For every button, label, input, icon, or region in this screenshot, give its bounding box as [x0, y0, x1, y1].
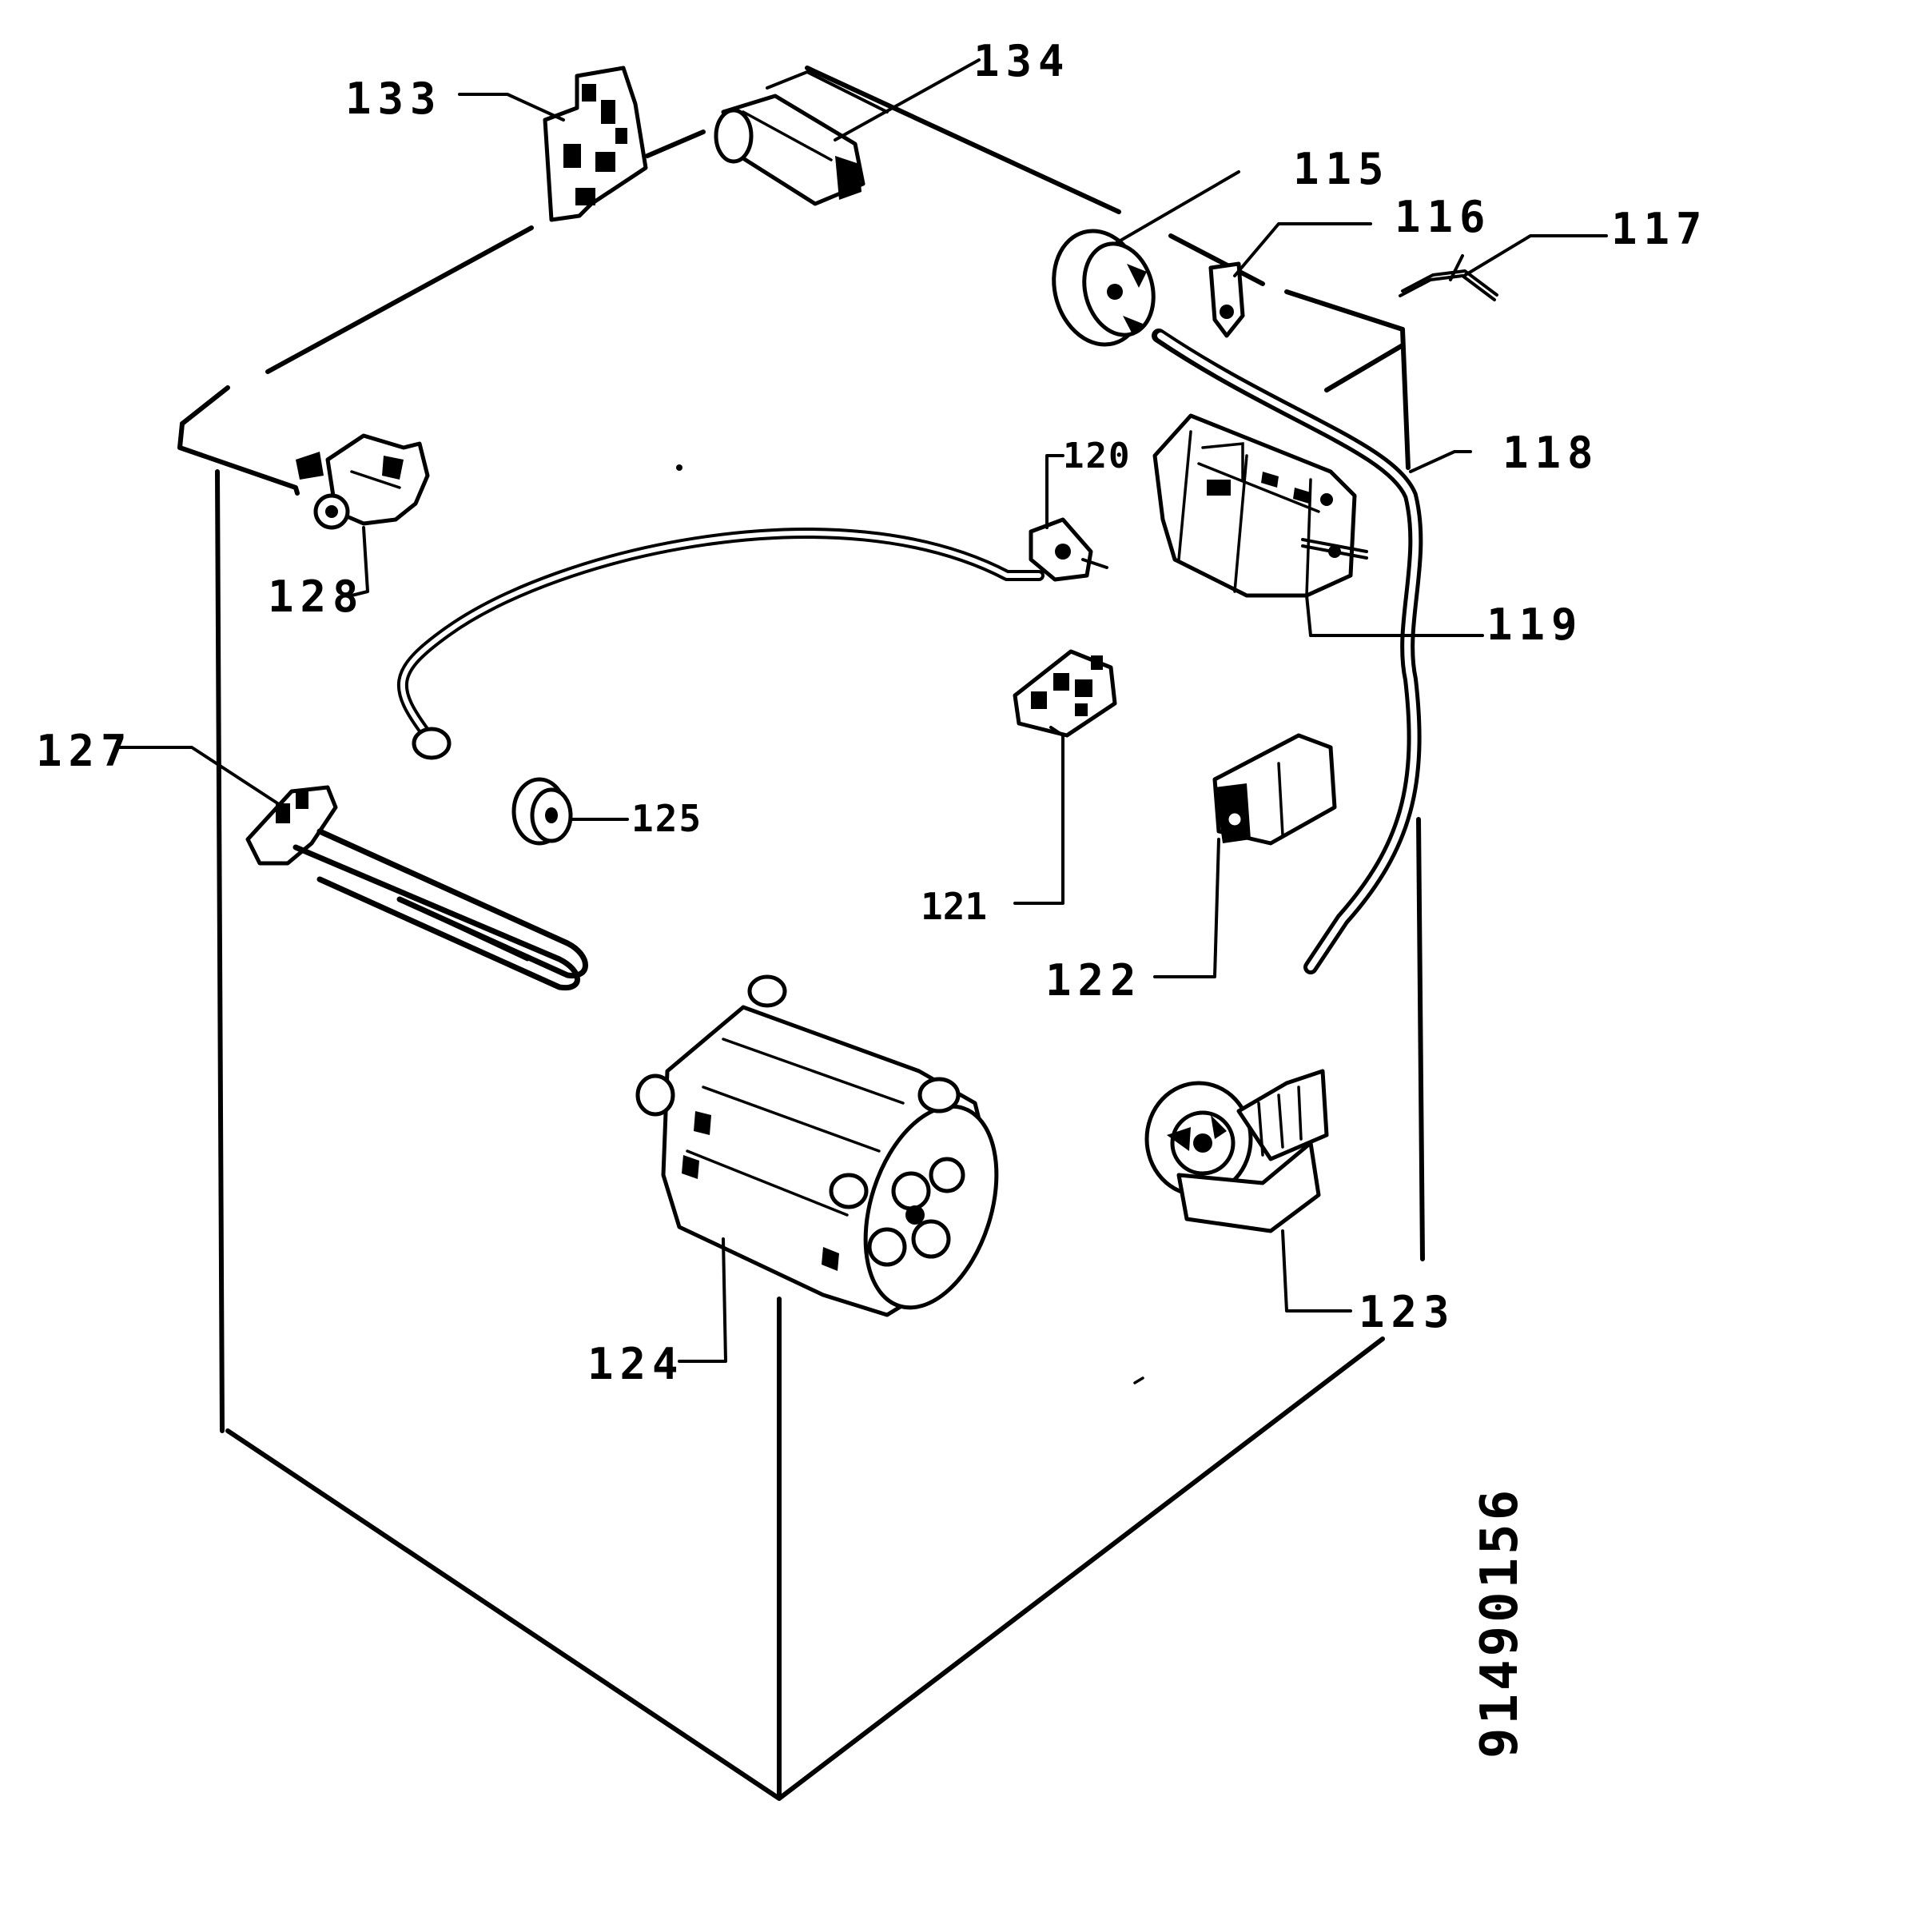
callout-119: 119: [1486, 600, 1584, 650]
stray-mark: [1133, 1376, 1144, 1384]
part-117-hose-clamp: [1399, 234, 1608, 301]
callout-124: 124: [587, 1339, 685, 1389]
callout-122: 122: [1045, 955, 1143, 1006]
callout-118: 118: [1502, 428, 1600, 478]
callout-134: 134: [973, 36, 1071, 86]
callout-116: 116: [1395, 192, 1492, 242]
callout-117: 117: [1611, 204, 1709, 254]
callout-127: 127: [36, 726, 133, 776]
part-119-programmer: [1152, 413, 1484, 637]
cabinet-outline: [177, 66, 1425, 1801]
part-124-motor: [635, 974, 999, 1363]
part-134-suppressor: [714, 58, 981, 206]
part-125-grommet: [511, 777, 629, 846]
callout-120: 120: [1063, 436, 1131, 476]
part-128-water-valve: [296, 433, 430, 597]
part-133-door-interlock: [458, 66, 648, 222]
part-120-wiring-connector: [396, 454, 1108, 760]
part-123-drain-pump: [1144, 1069, 1352, 1313]
stray-mark: [676, 464, 682, 471]
callout-123: 123: [1359, 1287, 1456, 1337]
drawing-code: 91490156: [1470, 1487, 1530, 1759]
callout-121: 121: [921, 885, 987, 928]
part-118-pressure-hose: [1152, 329, 1472, 974]
callout-125: 125: [631, 797, 702, 840]
part-127-heating-element: [118, 746, 588, 991]
part-121-terminal-block: [1013, 649, 1117, 905]
callout-128: 128: [268, 572, 365, 622]
part-116-clip: [1208, 222, 1372, 338]
callout-115: 115: [1293, 144, 1391, 194]
callout-133: 133: [345, 74, 443, 124]
part-122-interference-filter: [1153, 733, 1337, 978]
part-115-pressure-switch: [1052, 170, 1240, 347]
